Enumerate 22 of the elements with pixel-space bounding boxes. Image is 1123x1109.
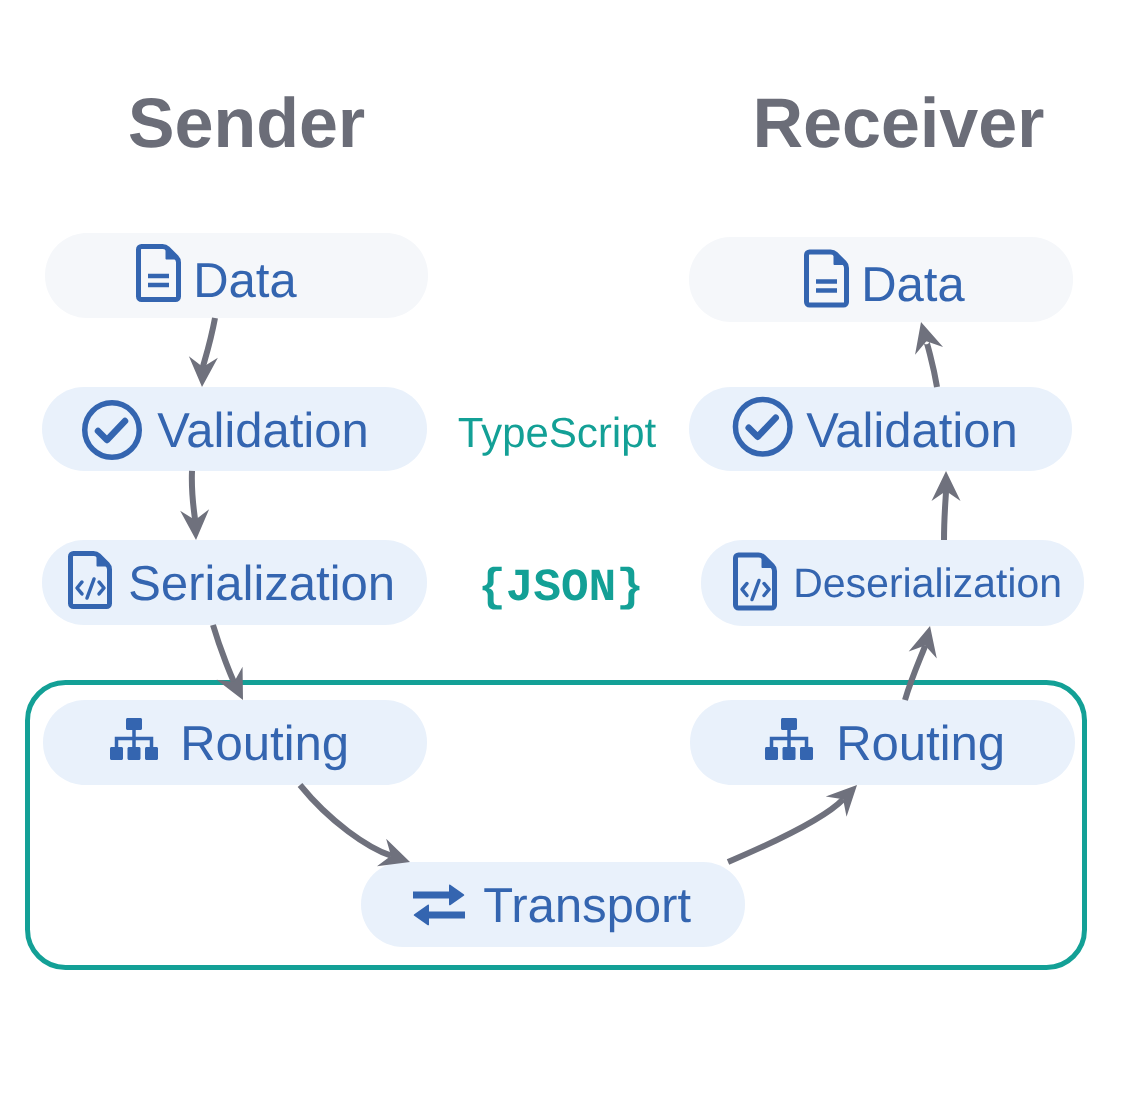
arrow — [726, 785, 857, 865]
arrow — [210, 624, 243, 700]
column-heading: Sender — [129, 96, 365, 148]
step-box: Routing — [43, 700, 427, 785]
step-box: Transport — [361, 862, 745, 947]
step-box: Serialization — [42, 540, 427, 625]
step-box: Validation — [689, 387, 1072, 471]
arrow — [915, 322, 943, 388]
step-box: Data — [45, 233, 428, 318]
side-label: TypeScript — [458, 416, 656, 456]
arrow — [297, 783, 410, 867]
group-frame — [25, 680, 1087, 970]
side-label: {JSON} — [482, 566, 640, 610]
step-box: Data — [689, 237, 1073, 322]
step-box: Validation — [42, 387, 427, 471]
arrow — [902, 626, 937, 701]
column-heading: Receiver — [757, 96, 1044, 148]
arrow — [180, 470, 210, 540]
step-box: Deserialization — [701, 540, 1084, 626]
arrow — [188, 317, 218, 387]
step-box: Routing — [690, 700, 1075, 785]
arrow — [931, 471, 961, 540]
